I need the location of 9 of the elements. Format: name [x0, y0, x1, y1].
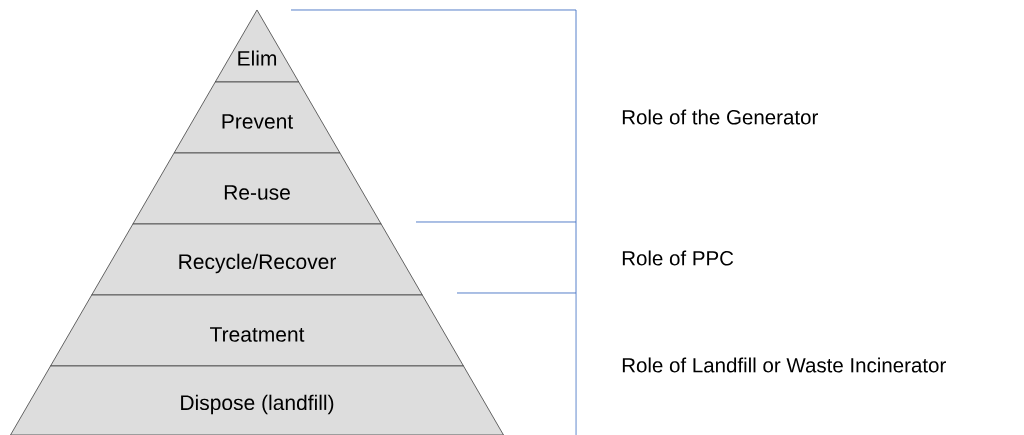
pyramid-layer: Dispose (landfill): [10, 365, 504, 435]
role-label: Role of Landfill or Waste Incinerator: [622, 357, 946, 373]
role-label: Role of the Generator: [622, 109, 818, 125]
pyramid-layer: Re-use: [132, 152, 382, 225]
role-label: Role of PPC: [622, 250, 734, 266]
pyramid-layer: Prevent: [173, 81, 341, 154]
pyramid-layer: Recycle/Recover: [91, 223, 423, 296]
pyramid-layer: Elim: [214, 9, 300, 83]
pyramid-layer: Treatment: [50, 294, 464, 367]
